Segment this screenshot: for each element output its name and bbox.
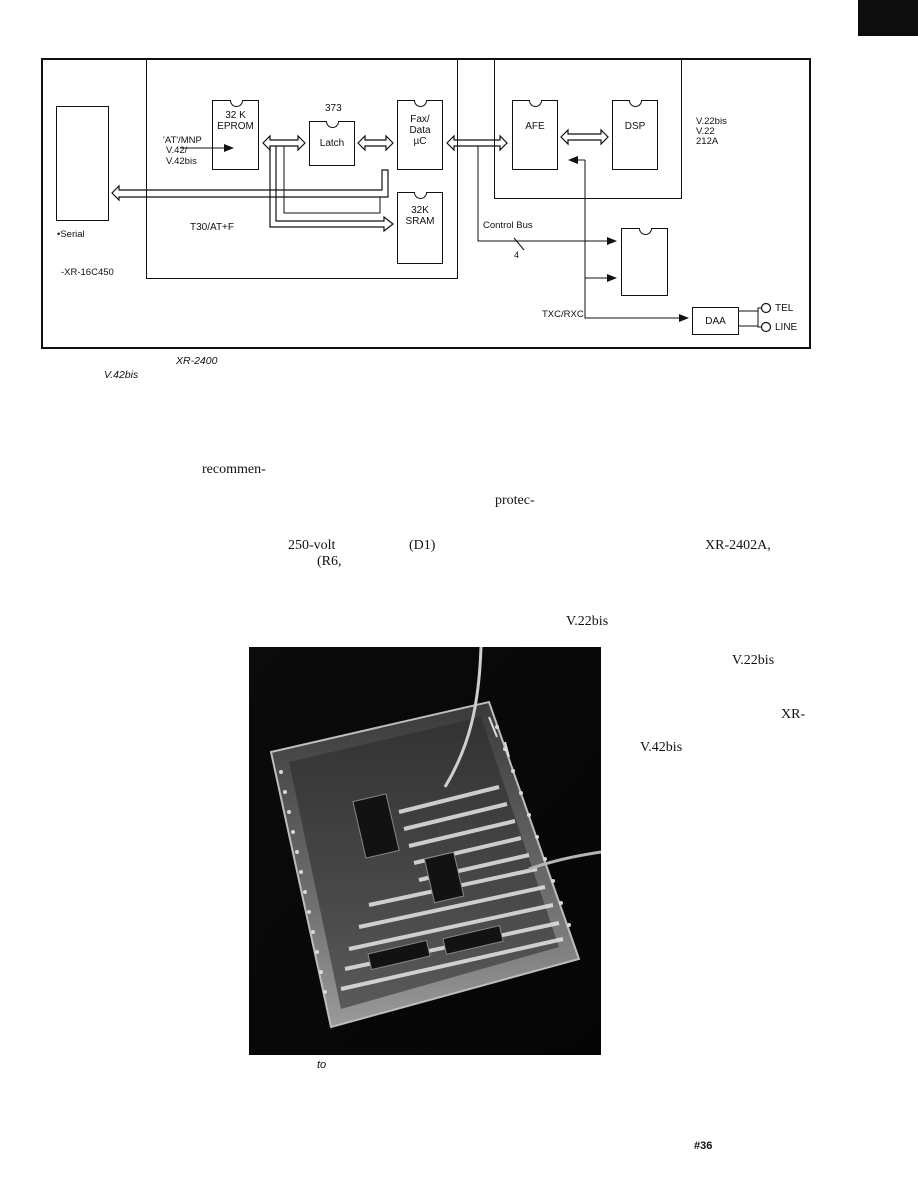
circuit-board-photo: [249, 647, 601, 1055]
v42-label: V.42/: [166, 145, 188, 156]
sram-chip: 32K SRAM: [397, 192, 443, 264]
page-number: #36: [694, 1140, 713, 1152]
uc-label-line3: µC: [413, 136, 427, 147]
line-terminal: [760, 321, 772, 333]
body-fragment-250volt: 250-volt: [288, 538, 336, 553]
txc-rxc-label: TXC/RXC: [542, 309, 584, 320]
eprom-chip: 32 K EPROM: [212, 100, 259, 170]
afe-dsp-bus-arrow: [560, 128, 609, 146]
dsp-chip: DSP: [612, 100, 658, 170]
uart-part-label: -XR-16C450: [61, 267, 114, 278]
eprom-label-line1: 32 K: [225, 110, 246, 121]
uc-label-line2: Data: [409, 125, 431, 136]
diagram-wiring: [111, 128, 772, 333]
body-fragment-r6: (R6,: [317, 554, 342, 569]
control-bus-label: Control Bus: [483, 220, 533, 231]
uc-afe-bus-arrow: [446, 134, 508, 152]
body-fragment-v42bis: V.42bis: [640, 740, 683, 755]
latch-label: Latch: [319, 138, 345, 149]
latch-uc-bus-arrow: [357, 134, 394, 152]
dsp-label: DSP: [624, 121, 646, 132]
body-fragment-xr2402a: XR-2402A,: [705, 538, 771, 553]
caption-fragment-1: XR-2400: [176, 355, 218, 367]
tel-label: TEL: [775, 303, 794, 314]
afe-label: AFE: [525, 121, 545, 132]
body-fragment-v22bis-1: V.22bis: [566, 614, 609, 629]
body-fragment-protec: protec-: [495, 493, 535, 508]
daa-block: DAA: [692, 307, 739, 335]
serial-label: •Serial: [57, 229, 85, 240]
v42bis-label: V.42bis: [166, 156, 197, 167]
tel-terminal: [760, 302, 772, 314]
body-fragment-d1: (D1): [409, 538, 436, 553]
at-mnp-label: 'AT'/MNP: [163, 135, 202, 146]
line-label: LINE: [775, 322, 798, 333]
body-fragment-recommen: recommen-: [202, 462, 266, 477]
modem-section-frame: [494, 59, 682, 199]
standard-v22bis: V.22bis: [696, 116, 727, 127]
body-fragment-v22bis-2: V.22bis: [732, 653, 775, 668]
standard-v22: V.22: [696, 126, 715, 137]
controller-section-frame: [146, 59, 458, 279]
sram-label-line1: 32K: [411, 205, 429, 216]
bus-width-label: 4: [514, 250, 520, 260]
corner-scan-mark: [858, 0, 918, 36]
bus-chip: [621, 228, 668, 296]
standard-212a: 212A: [696, 136, 719, 147]
body-fragment-xr: XR-: [781, 707, 806, 722]
caption-fragment-2: V.42bis: [104, 369, 139, 381]
uc-label-line1: Fax/: [410, 114, 430, 125]
daa-label: DAA: [705, 316, 726, 327]
serial-bus-arrow: [111, 169, 389, 202]
eprom-label-line2: EPROM: [217, 121, 254, 132]
latch-chip: Latch: [309, 121, 355, 166]
serial-uart-block: [56, 106, 109, 221]
latch-part-number: 373: [325, 103, 342, 114]
fax-data-uc-chip: Fax/ Data µC: [397, 100, 443, 170]
afe-chip: AFE: [512, 100, 558, 170]
t30-label: T30/AT+F: [190, 222, 234, 233]
photo-caption-fragment: to: [317, 1059, 327, 1071]
sram-bus-arrow: [269, 146, 394, 233]
sram-label-line2: SRAM: [405, 216, 435, 227]
